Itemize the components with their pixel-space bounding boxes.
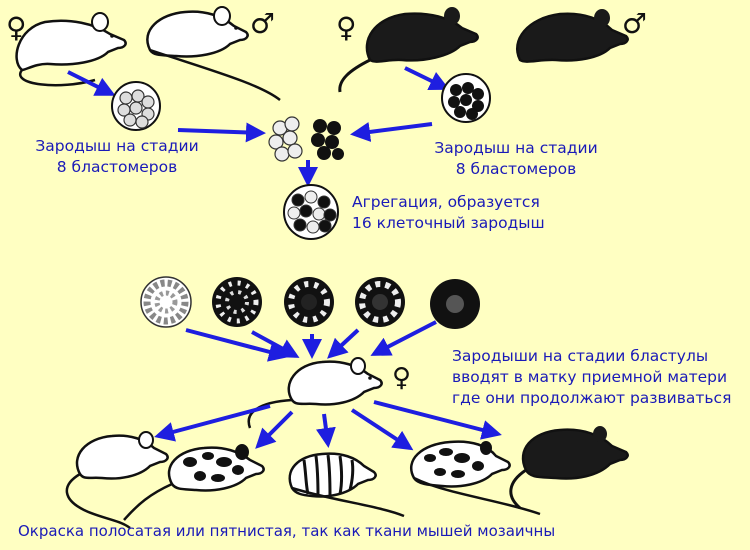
blastula-mixed-1: [212, 277, 262, 327]
blastula-mixed-3: [355, 277, 405, 327]
white-female-mouse: [15, 12, 127, 87]
black-female-symbol: ♀: [336, 11, 357, 44]
white-male-mouse: [146, 6, 281, 101]
arrow-offspring-3: [315, 413, 336, 448]
arrow-offspring-4: [350, 408, 414, 451]
blastula-label: Зародыши на стадии бластулы вводят в мат…: [452, 346, 731, 409]
offspring-striped-mouse: [288, 452, 405, 518]
embryo-right-line-1: Зародыш на стадии: [434, 139, 598, 157]
aggregate-16-cell-embryo: [283, 184, 339, 240]
offspring-spotted-mouse-1: [123, 444, 265, 521]
black-female-mouse: [338, 7, 479, 93]
arrow-blastula-4: [327, 328, 360, 359]
aggregation-label: Агрегация, образуется 16 клеточный зарод…: [352, 192, 545, 234]
blastula-mixed-2: [284, 277, 334, 327]
offspring-white-mouse: [65, 431, 169, 530]
foster-female-symbol: ♀: [392, 363, 412, 393]
white-male-symbol: ♂: [250, 7, 276, 40]
aggregation-line-2: 16 клеточный зародыш: [352, 214, 545, 232]
arrow-left-embryo-to-pair: [177, 122, 266, 143]
arrow-blastula-5: [370, 320, 437, 356]
black-male-mouse: [516, 9, 629, 63]
blastula-line-2: вводят в матку приемной матери: [452, 368, 728, 386]
arrow-black-to-embryo: [404, 66, 450, 90]
white-female-symbol: ♀: [6, 11, 27, 44]
arrow-blastula-2: [251, 330, 300, 358]
offspring-black-mouse: [509, 426, 629, 510]
embryo-left-label: Зародыш на стадии 8 бластомеров: [22, 136, 212, 178]
embryo-right-line-2: 8 бластомеров: [455, 160, 577, 178]
bottom-caption: Окраска полосатая или пятнистая, так как…: [18, 522, 556, 540]
arrow-blastula-1: [185, 328, 289, 362]
blastula-white: [140, 276, 192, 328]
aggregation-line-1: Агрегация, образуется: [352, 193, 540, 211]
foster-mother-mouse: [247, 357, 383, 429]
offspring-spotted-mouse-2: [410, 440, 541, 516]
paired-embryos: [268, 116, 344, 162]
arrow-right-embryo-to-pair: [350, 122, 433, 142]
embryo-left-line-1: Зародыш на стадии: [35, 137, 199, 155]
white-8-cell-embryo: [111, 81, 161, 131]
black-8-cell-embryo: [441, 73, 491, 123]
blastula-line-3: где они продолжают развиваться: [452, 389, 732, 407]
arrow-offspring-1: [154, 404, 271, 442]
black-male-symbol: ♂: [622, 7, 648, 40]
arrow-white-to-embryo: [67, 70, 116, 96]
embryo-right-label: Зародыш на стадии 8 бластомеров: [418, 138, 614, 180]
arrow-offspring-5: [373, 400, 502, 440]
blastula-line-1: Зародыши на стадии бластулы: [452, 347, 709, 365]
embryo-left-line-2: 8 бластомеров: [56, 158, 178, 176]
blastula-black: [430, 279, 480, 329]
arrow-offspring-2: [255, 410, 294, 449]
